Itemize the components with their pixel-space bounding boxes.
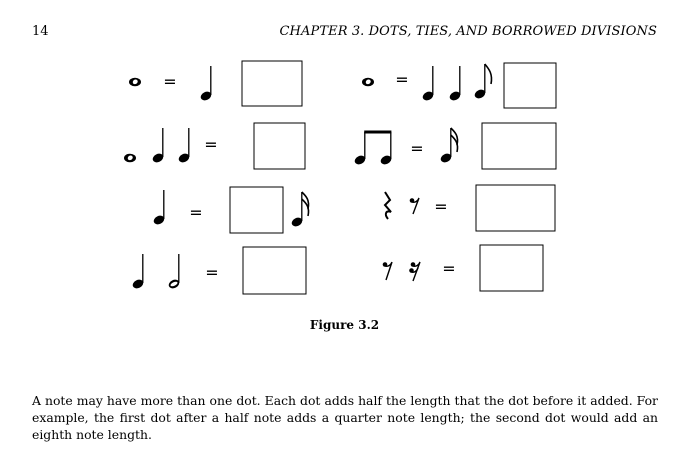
equals-sign: = [163,72,176,91]
equals-sign: = [410,139,423,158]
figure-caption: Figure 3.2 [309,318,380,332]
quarter-note-icon [422,66,434,101]
equals-sign: = [204,135,217,154]
exercise-7: = [383,184,556,232]
quarter-note-icon [200,66,212,101]
exercise-1: = [129,60,303,107]
answer-box[interactable] [242,246,307,295]
quarter-note-icon [153,190,165,225]
sixteenth-note-icon [440,127,459,163]
eighth-rest-icon [382,261,393,281]
sixteenth-note-icon [291,191,310,227]
answer-box[interactable] [481,122,557,170]
eighth-note-icon [474,63,493,99]
eighth-rest-icon [409,197,420,215]
equals-sign: = [189,203,202,222]
sixteenth-rest-icon [409,261,421,282]
quarter-rest-icon [383,191,392,220]
exercise-5: = [362,62,557,109]
answer-box[interactable] [229,186,284,234]
exercise-8: = [382,244,544,292]
quarter-note-icon [449,66,461,101]
equals-sign: = [395,70,408,89]
equals-sign: = [205,263,218,282]
whole-note-icon [124,153,136,163]
exercise-4: = [132,246,307,295]
answer-box[interactable] [253,122,306,170]
exercise-2: = [124,122,306,170]
half-note-icon [168,254,180,289]
answer-box[interactable] [241,60,303,107]
body-paragraph: A note may have more than one dot. Each … [32,393,658,442]
whole-note-icon [129,77,141,87]
equals-sign: = [434,197,447,216]
answer-box[interactable] [475,184,556,232]
exercise-3: = [153,186,310,234]
beamed-eighth-pair-icon [354,130,392,165]
page-number: 14 [32,24,49,39]
equals-sign: = [442,259,455,278]
quarter-note-icon [178,128,190,163]
quarter-note-icon [152,128,164,163]
whole-note-icon [362,77,374,87]
chapter-title: CHAPTER 3. DOTS, TIES, AND BORROWED DIVI… [279,24,657,39]
quarter-note-icon [132,254,144,289]
exercise-6: = [354,122,557,170]
answer-box[interactable] [479,244,544,292]
figure-music-exercises: = = [124,60,557,295]
answer-box[interactable] [503,62,557,109]
